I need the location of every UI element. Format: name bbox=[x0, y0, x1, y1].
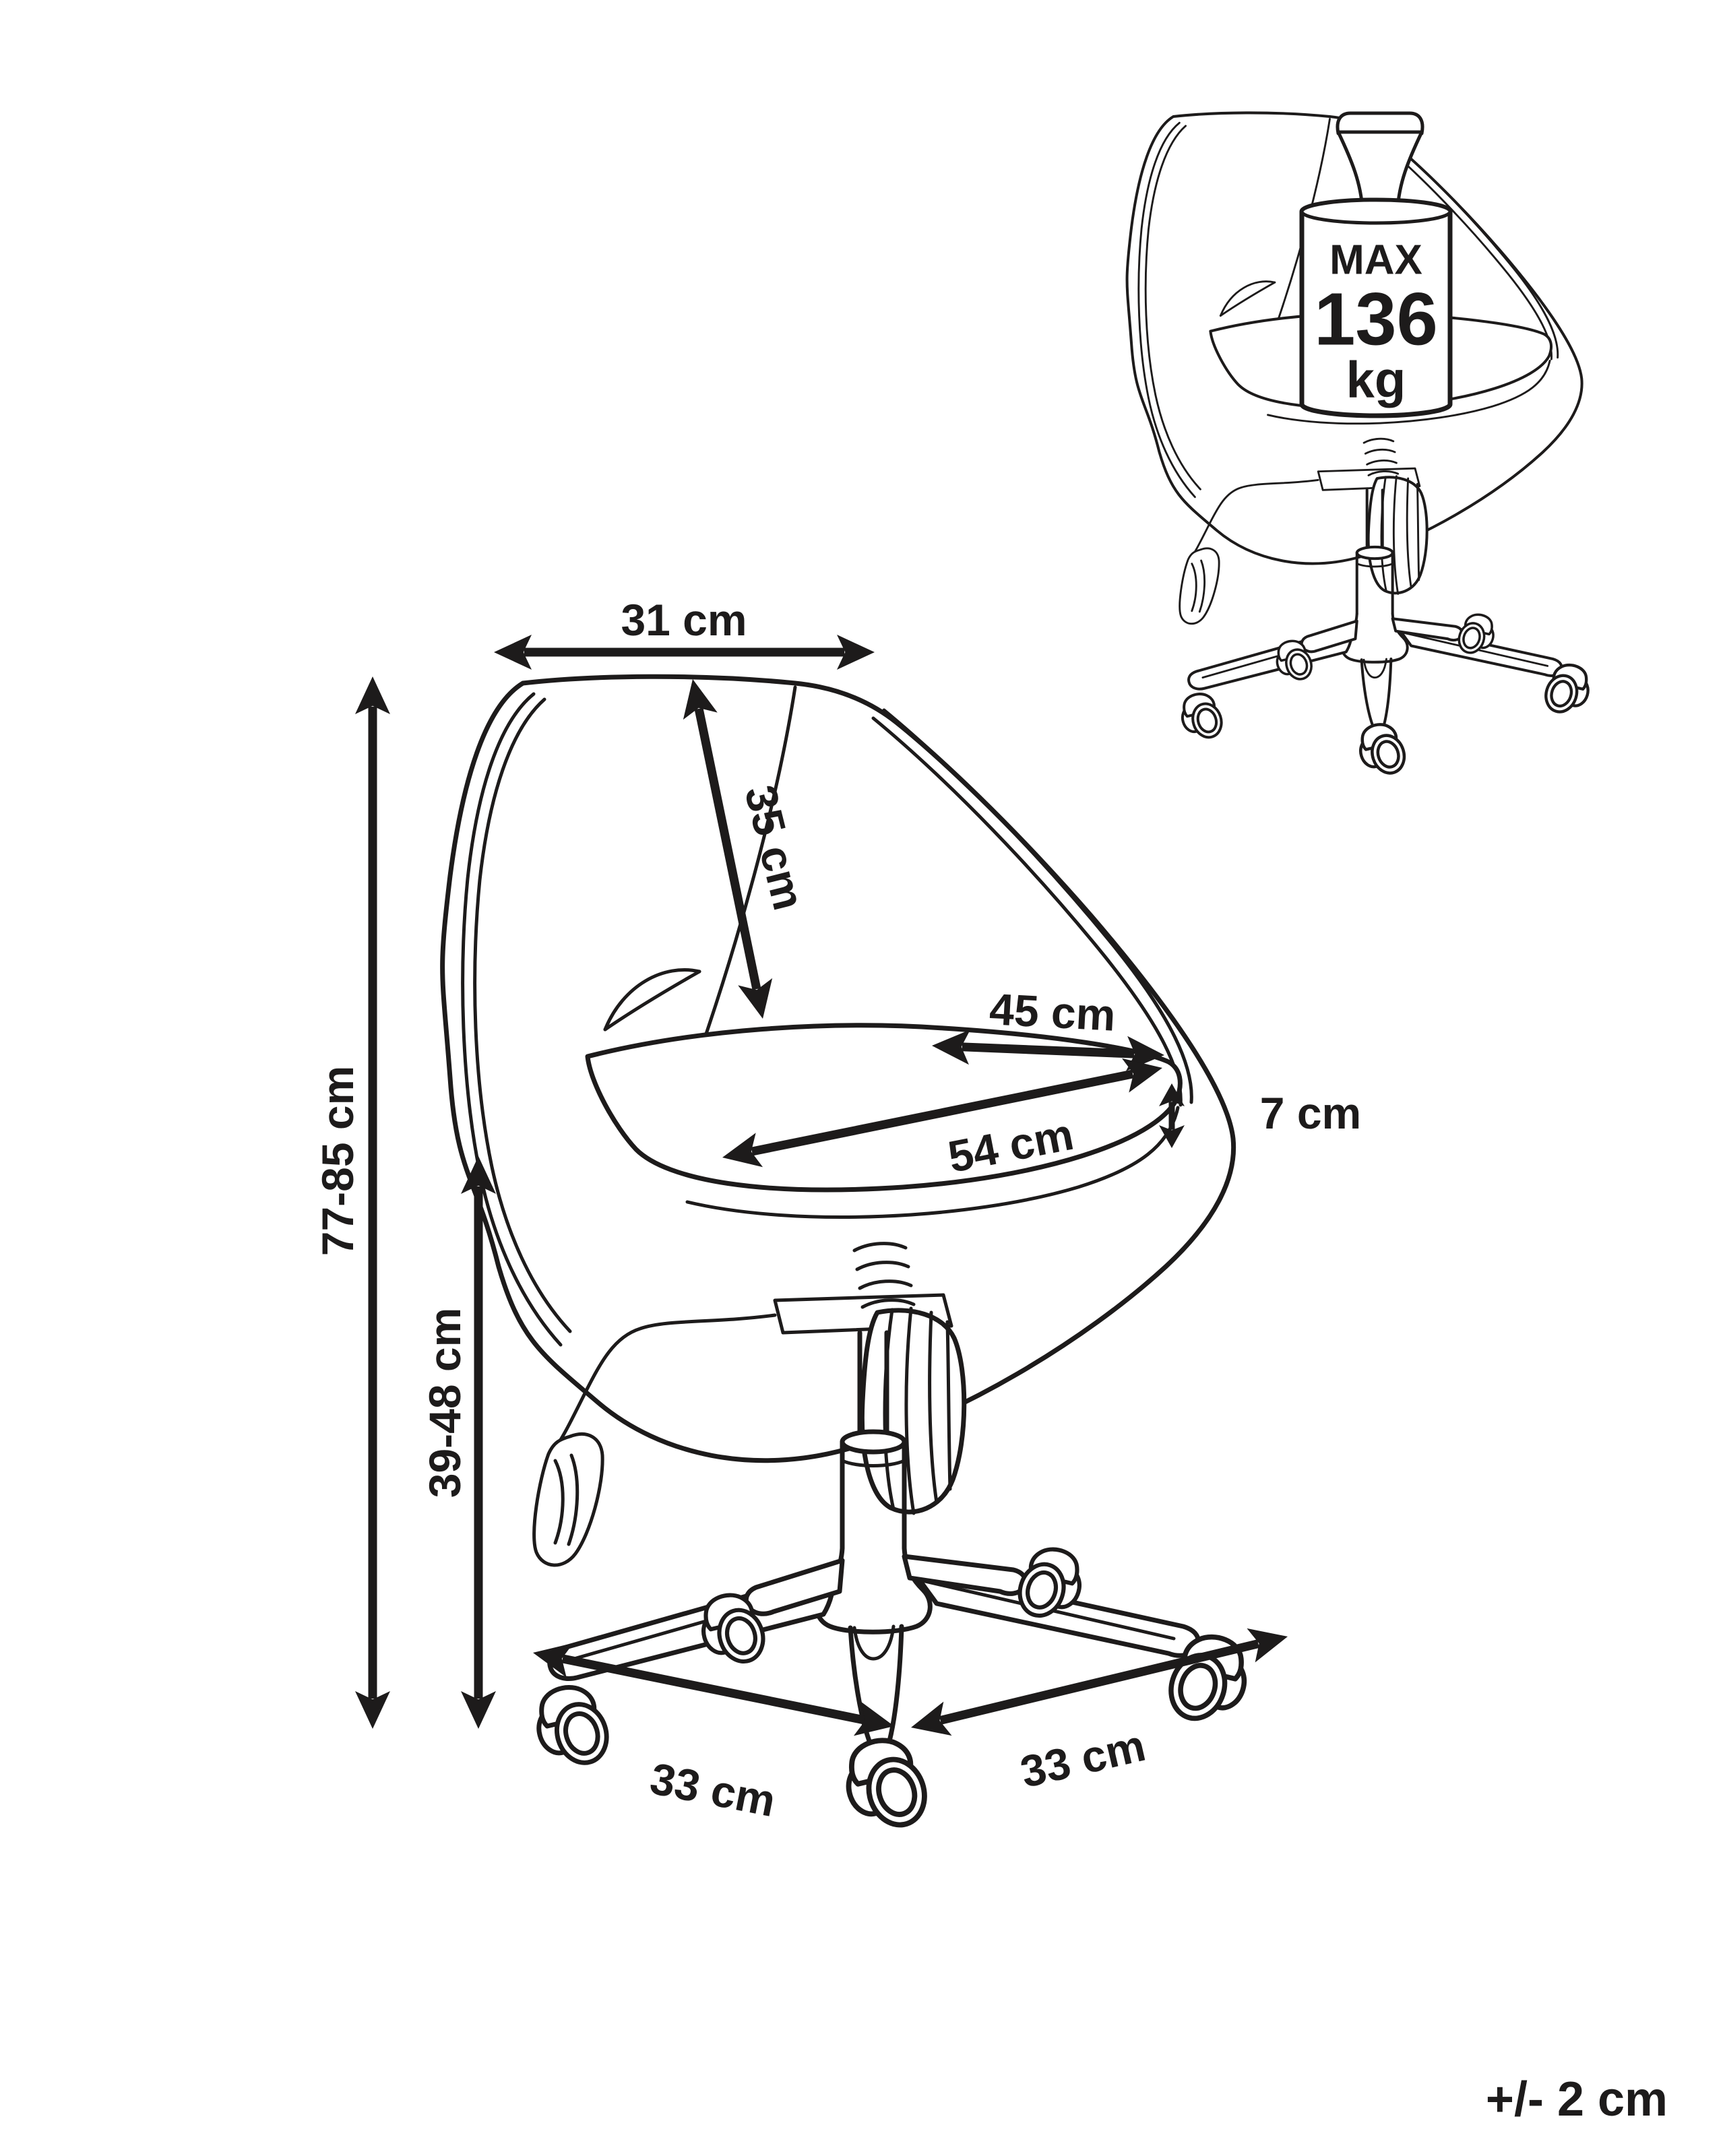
dimension-label-base-depth-left: 33 cm bbox=[646, 1753, 780, 1826]
weight-value-label: 136 bbox=[1314, 278, 1438, 361]
dimension-label-seat-depth: 45 cm bbox=[989, 984, 1117, 1040]
dimension-label-cushion-thickness: 7 cm bbox=[1260, 1088, 1361, 1138]
weight-max-label: MAX bbox=[1329, 237, 1422, 284]
dimension-label-seat-height: 39-48 cm bbox=[420, 1308, 470, 1498]
dimension-seat-height: 39-48 cm bbox=[420, 1156, 496, 1729]
dimension-cushion-thickness: 7 cm bbox=[1159, 1083, 1361, 1148]
dimension-label-back-width: 31 cm bbox=[621, 595, 747, 645]
dimension-total-height: 77-85 cm bbox=[313, 676, 390, 1729]
weight-unit-label: kg bbox=[1346, 352, 1406, 409]
dimension-back-width: 31 cm bbox=[494, 595, 875, 670]
dimension-base-depth-right: 33 cm bbox=[911, 1628, 1288, 1797]
dimension-label-base-depth-right: 33 cm bbox=[1016, 1720, 1150, 1797]
dimension-seat-depth: 45 cm bbox=[932, 984, 1164, 1071]
tolerance-note: +/- 2 cm bbox=[1486, 2072, 1668, 2126]
dimension-label-total-height: 77-85 cm bbox=[313, 1066, 363, 1257]
